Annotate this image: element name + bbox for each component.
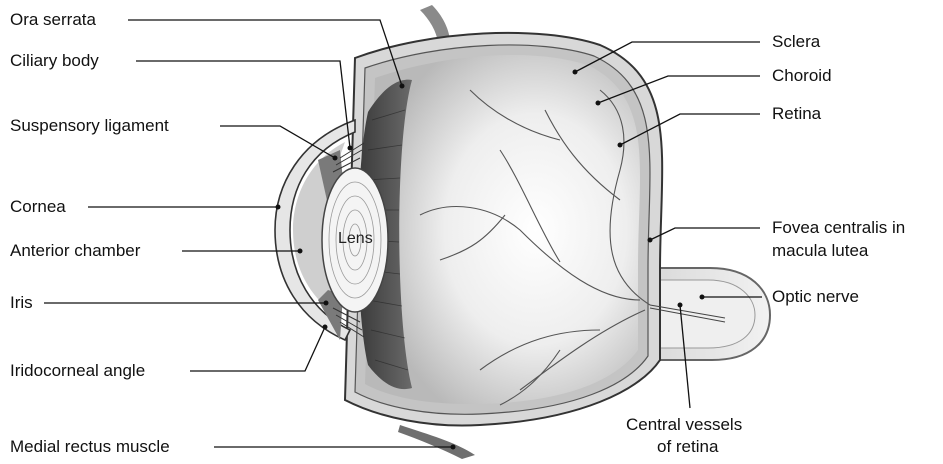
label-cornea: Cornea xyxy=(10,197,66,217)
leader-iridocorneal xyxy=(190,327,325,371)
label-ora-serrata: Ora serrata xyxy=(10,10,96,30)
label-retina: Retina xyxy=(772,104,821,124)
label-medial-rectus-muscle: Medial rectus muscle xyxy=(10,437,170,457)
label-fovea-line2: macula lutea xyxy=(772,240,868,261)
optic-nerve-inner xyxy=(660,280,755,348)
label-sclera: Sclera xyxy=(772,32,820,52)
leader-fovea xyxy=(650,228,760,240)
label-anterior-chamber: Anterior chamber xyxy=(10,241,140,261)
label-ciliary-body: Ciliary body xyxy=(10,51,99,71)
label-central-vessels-line2: of retina xyxy=(657,436,718,457)
label-central-vessels-line1: Central vessels xyxy=(626,414,742,435)
label-optic-nerve: Optic nerve xyxy=(772,287,859,307)
label-iris: Iris xyxy=(10,293,33,313)
label-choroid: Choroid xyxy=(772,66,832,86)
label-lens: Lens xyxy=(338,230,373,248)
medial-rectus-muscle xyxy=(398,425,475,459)
label-suspensory-ligament: Suspensory ligament xyxy=(10,116,169,136)
label-iridocorneal-angle: Iridocorneal angle xyxy=(10,361,145,381)
label-fovea-line1: Fovea centralis in xyxy=(772,217,905,238)
